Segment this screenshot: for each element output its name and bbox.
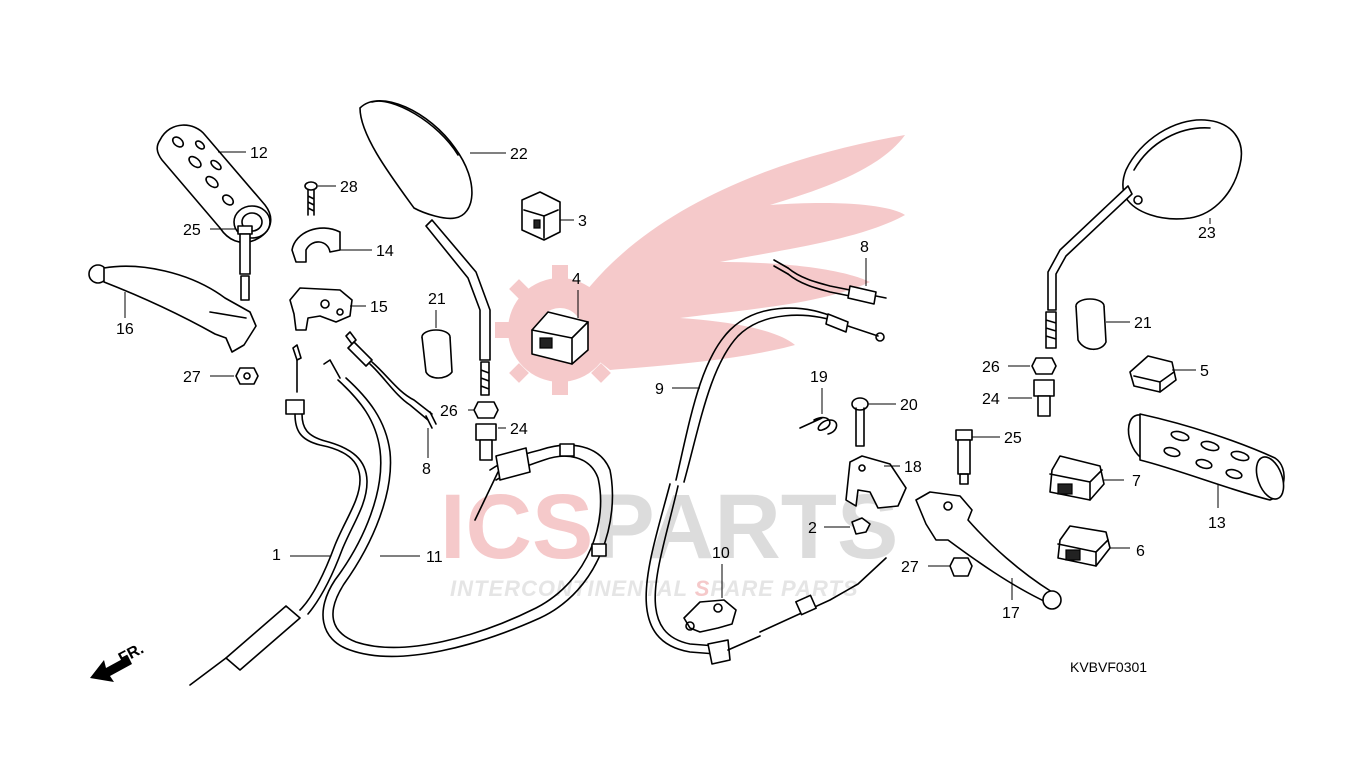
part-10-cable-guide[interactable] <box>683 599 737 633</box>
part-4-relay[interactable] <box>531 311 589 365</box>
part-27-nut-right[interactable] <box>949 557 973 577</box>
callout-5: 5 <box>1200 363 1209 380</box>
part-22-left-mirror[interactable] <box>359 99 491 396</box>
callout-4: 4 <box>572 271 581 288</box>
part-6-switch[interactable] <box>1057 525 1111 567</box>
watermark-tagline: INTERCONTINENTAL SPARE PARTS <box>450 576 859 601</box>
part-18-lever-bracket[interactable] <box>845 455 907 509</box>
part-9-throttle-cable[interactable] <box>645 307 887 665</box>
part-28-screw[interactable] <box>304 181 318 216</box>
part-24-adapter-right[interactable] <box>1033 379 1055 417</box>
part-13-right-grip[interactable] <box>1123 411 1289 503</box>
part-21-mirror-cover-right[interactable] <box>1075 298 1107 351</box>
part-25-pivot-bolt-right[interactable] <box>955 429 973 485</box>
callout-20: 20 <box>900 397 918 414</box>
callout-26-right: 26 <box>982 359 1000 376</box>
callout-8-right: 8 <box>860 239 869 256</box>
callout-2: 2 <box>808 520 817 537</box>
callout-10: 10 <box>712 545 730 562</box>
part-14-holder-upper[interactable] <box>291 227 341 263</box>
callout-27-right: 27 <box>901 559 919 576</box>
part-17-front-brake-lever[interactable] <box>915 491 1062 610</box>
watermark: ICSPARTS INTERCONTINENTAL SPARE PARTS <box>440 135 905 601</box>
callout-22: 22 <box>510 146 528 163</box>
part-7-switch[interactable] <box>1049 455 1105 501</box>
front-direction-indicator: FR. <box>90 640 147 682</box>
callout-21-right: 21 <box>1134 315 1152 332</box>
part-19-spring[interactable] <box>799 416 838 435</box>
callout-27-left: 27 <box>183 369 201 386</box>
part-12-left-grip[interactable] <box>156 124 272 244</box>
callout-13: 13 <box>1208 515 1226 532</box>
callout-24-left: 24 <box>510 421 528 438</box>
callout-6: 6 <box>1136 543 1145 560</box>
callout-25-left: 25 <box>183 222 201 239</box>
part-1-rear-brake-cable[interactable] <box>189 344 368 686</box>
part-8-stop-switch-left[interactable] <box>345 331 437 429</box>
diagram-code: KVBVF0301 <box>1070 659 1147 675</box>
callout-28: 28 <box>340 179 358 196</box>
part-15-lever-bracket[interactable] <box>289 287 353 331</box>
part-20-pin[interactable] <box>851 397 869 447</box>
part-27-nut-left[interactable] <box>235 367 259 385</box>
callout-3: 3 <box>578 213 587 230</box>
callout-14: 14 <box>376 243 394 260</box>
part-26-nut-left[interactable] <box>473 401 499 419</box>
part-25-pivot-bolt-left[interactable] <box>237 225 253 301</box>
callout-11: 11 <box>426 549 443 566</box>
callout-24-right: 24 <box>982 391 1000 408</box>
callout-7: 7 <box>1132 473 1141 490</box>
callout-17: 17 <box>1002 605 1020 622</box>
part-24-adapter-left[interactable] <box>475 423 497 461</box>
callout-16: 16 <box>116 321 134 338</box>
callout-18: 18 <box>904 459 922 476</box>
callout-25-right: 25 <box>1004 430 1022 447</box>
callout-19: 19 <box>810 369 828 386</box>
part-3-switch[interactable] <box>521 191 561 241</box>
part-11-cable[interactable] <box>322 359 614 658</box>
part-23-right-mirror[interactable] <box>1045 119 1243 349</box>
arrow-icon <box>90 656 132 682</box>
callout-21-left: 21 <box>428 291 446 308</box>
part-5-switch[interactable] <box>1129 355 1177 393</box>
callout-26-left: 26 <box>440 403 458 420</box>
part-26-nut-right[interactable] <box>1031 357 1057 375</box>
part-21-mirror-cover-left[interactable] <box>421 329 453 379</box>
callout-15: 15 <box>370 299 388 316</box>
part-2-clip[interactable] <box>851 517 871 535</box>
part-16-rear-brake-lever[interactable] <box>88 264 257 353</box>
callout-12: 12 <box>250 145 268 162</box>
callout-8-left: 8 <box>422 461 431 478</box>
callout-9: 9 <box>655 381 664 398</box>
callout-23: 23 <box>1198 225 1216 242</box>
callout-1: 1 <box>272 547 281 564</box>
part-8-stop-switch-right[interactable] <box>773 259 887 305</box>
